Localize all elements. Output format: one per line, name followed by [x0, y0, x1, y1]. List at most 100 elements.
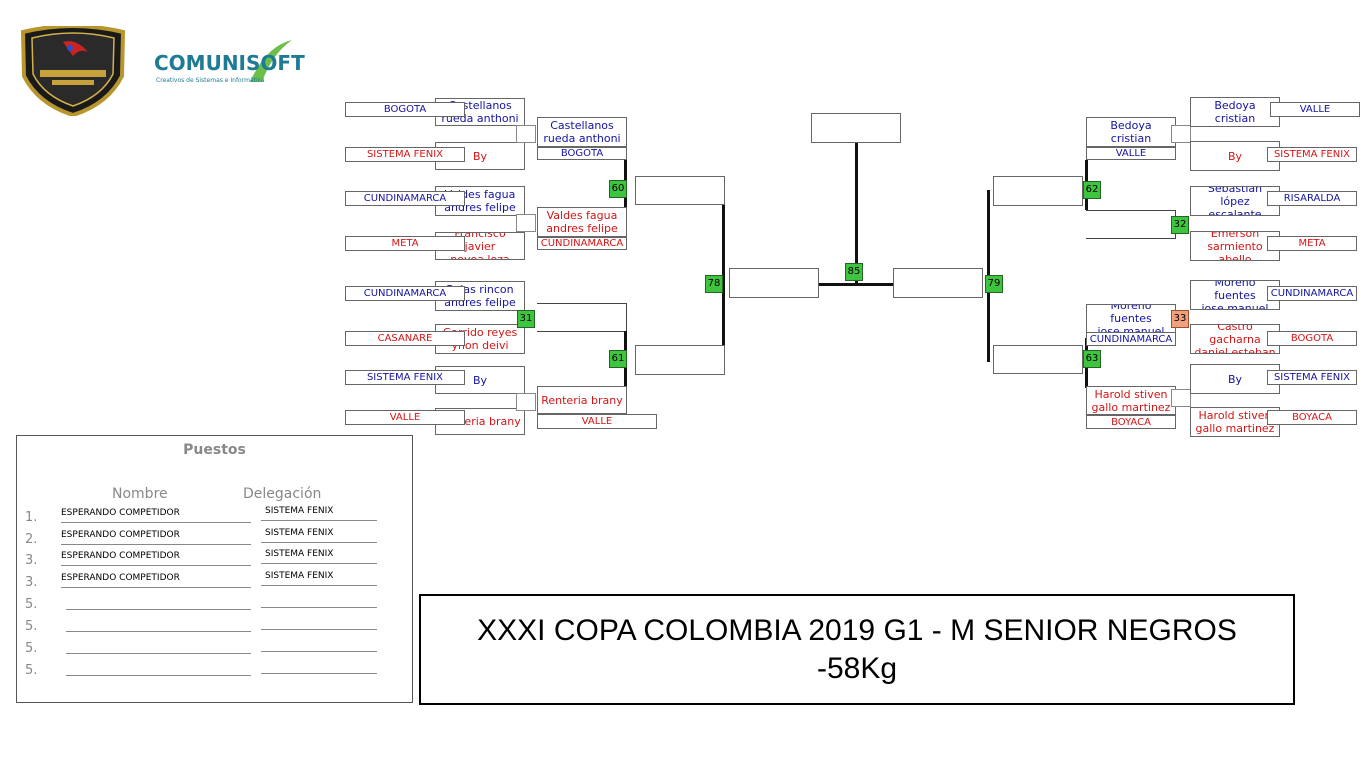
right-r1-name-7: By	[1190, 364, 1280, 394]
standings-deleg	[261, 657, 377, 674]
standings-row: 5.	[17, 663, 412, 685]
standings-title: Puestos	[183, 442, 246, 458]
left-r1-name-3: Valdes fagua andres felipe	[435, 186, 525, 216]
left-r1-deleg-3: CUNDINAMARCA	[345, 191, 465, 206]
left-r2-deleg-2: CUNDINAMARCA	[537, 237, 627, 250]
standings-pos: 5.	[25, 663, 38, 678]
match-85-badge: 85	[845, 263, 863, 281]
standings-pos: 3.	[25, 553, 38, 568]
right-r1-deleg-4: META	[1267, 236, 1357, 251]
right-r1-name-5: Moreno fuentes jose manuel	[1190, 280, 1280, 310]
left-r1-deleg-8: VALLE	[345, 410, 465, 425]
standings-pos: 3.	[25, 575, 38, 590]
standings-col-deleg: Delegación	[243, 486, 322, 502]
standings-pos: 5.	[25, 619, 38, 634]
right-r1-deleg-7: SISTEMA FENIX	[1267, 370, 1357, 385]
left-r3-box-2	[635, 345, 725, 375]
right-r1-deleg-6: BOGOTA	[1267, 331, 1357, 346]
event-title-line1: XXXI COPA COLOMBIA 2019 G1 - M SENIOR NE…	[477, 614, 1237, 647]
standings-deleg: SISTEMA FENIX	[261, 526, 377, 543]
left-r1-deleg-2: SISTEMA FENIX	[345, 147, 465, 162]
right-r1-name-3: Sebastián lópez escalante	[1190, 186, 1280, 216]
left-r1-deleg-1: BOGOTA	[345, 102, 465, 117]
right-r3-box-2	[993, 345, 1083, 374]
standings-name: ESPERANDO COMPETIDOR	[61, 549, 251, 566]
standings-pos: 2.	[25, 532, 38, 547]
standings-row: 2. ESPERANDO COMPETIDOR SISTEMA FENIX	[17, 528, 412, 554]
comunisoft-logo: COMUNISOFT Creativos de Sistemas e Infor…	[154, 36, 326, 92]
event-title-box: XXXI COPA COLOMBIA 2019 G1 - M SENIOR NE…	[419, 594, 1295, 705]
standings-pos: 1.	[25, 510, 38, 525]
standings-row: 1. ESPERANDO COMPETIDOR SISTEMA FENIX	[17, 506, 412, 532]
standings-deleg: SISTEMA FENIX	[261, 569, 377, 586]
standings-col-name: Nombre	[112, 486, 168, 502]
right-r2-name-3: Moreno fuentes jose manuel	[1086, 304, 1176, 333]
standings-name	[66, 659, 251, 676]
standings-panel: Puestos Nombre Delegación 1. ESPERANDO C…	[16, 435, 413, 703]
match-32-badge: 32	[1171, 216, 1189, 234]
right-semi-box	[893, 268, 983, 298]
standings-row: 5.	[17, 641, 412, 663]
left-r3-box-1	[635, 176, 725, 205]
match-33-badge: 33	[1171, 310, 1189, 328]
left-r2-deleg-4: VALLE	[537, 414, 657, 429]
standings-row: 3. ESPERANDO COMPETIDOR SISTEMA FENIX	[17, 549, 412, 575]
left-r2-deleg-1: BOGOTA	[537, 147, 627, 160]
standings-deleg	[261, 591, 377, 608]
right-r1-name-1: Bedoya cristian	[1190, 97, 1280, 127]
standings-name	[66, 593, 251, 610]
left-r1-score-4	[516, 393, 536, 411]
right-r2-deleg-1: VALLE	[1086, 147, 1176, 160]
left-r1-score-1	[516, 125, 536, 143]
standings-name	[66, 615, 251, 632]
match-62-badge: 62	[1083, 181, 1101, 199]
standings-name	[66, 637, 251, 654]
right-r1-name-2: By	[1190, 141, 1280, 171]
right-r1-deleg-1: VALLE	[1270, 102, 1360, 117]
match-61-badge: 61	[609, 350, 627, 368]
standings-deleg: SISTEMA FENIX	[261, 547, 377, 564]
standings-deleg	[261, 613, 377, 630]
standings-deleg: SISTEMA FENIX	[261, 504, 377, 521]
standings-name: ESPERANDO COMPETIDOR	[61, 506, 251, 523]
standings-row: 5.	[17, 597, 412, 619]
standings-name: ESPERANDO COMPETIDOR	[61, 528, 251, 545]
right-r2-name-1: Bedoya cristian	[1086, 117, 1176, 147]
left-semi-box	[729, 268, 819, 298]
right-r2-deleg-3: CUNDINAMARCA	[1086, 332, 1176, 346]
champion-box	[811, 113, 901, 143]
right-r3-box-1	[993, 176, 1083, 206]
standings-row: 5.	[17, 619, 412, 641]
left-r2-name-2: Valdes fagua andres felipe	[537, 207, 627, 237]
comunisoft-brand: COMUNISOFT	[154, 51, 305, 75]
match-63-badge: 63	[1083, 350, 1101, 368]
left-r1-deleg-5: CUNDINAMARCA	[345, 286, 465, 301]
standings-name: ESPERANDO COMPETIDOR	[61, 571, 251, 588]
right-r1-deleg-8: BOYACA	[1267, 410, 1357, 425]
match-31-badge: 31	[517, 310, 535, 328]
left-r1-score-2	[516, 214, 536, 232]
left-r1-deleg-7: SISTEMA FENIX	[345, 370, 465, 385]
standings-pos: 5.	[25, 597, 38, 612]
match-78-badge: 78	[705, 275, 723, 293]
left-r2-name-1: Castellanos rueda anthoni	[537, 117, 627, 147]
right-r1-score-4	[1171, 389, 1191, 407]
match-79-badge: 79	[985, 275, 1003, 293]
right-r1-name-4: Emerson sarmiento abello	[1190, 231, 1280, 261]
right-r1-score-1	[1171, 125, 1191, 143]
right-r1-name-6: Castro gacharna daniel esteban	[1190, 324, 1280, 354]
standings-row: 3. ESPERANDO COMPETIDOR SISTEMA FENIX	[17, 571, 412, 597]
match-60-badge: 60	[609, 180, 627, 198]
right-r2-name-4: Harold stiven gallo martinez	[1086, 386, 1176, 415]
standings-pos: 5.	[25, 641, 38, 656]
event-title-line2: -58Kg	[816, 652, 898, 685]
right-r2-deleg-4: BOYACA	[1086, 415, 1176, 429]
left-r2-name-4: Renteria brany	[537, 386, 627, 414]
right-r1-deleg-2: SISTEMA FENIX	[1267, 147, 1357, 162]
left-r1-deleg-6: CASANARE	[345, 331, 465, 346]
right-r1-deleg-5: CUNDINAMARCA	[1267, 286, 1357, 301]
event-title: XXXI COPA COLOMBIA 2019 G1 - M SENIOR NE…	[421, 612, 1293, 688]
federation-logo	[18, 24, 128, 118]
comunisoft-tagline: Creativos de Sistemas e Informática	[156, 77, 265, 84]
standings-deleg	[261, 635, 377, 652]
